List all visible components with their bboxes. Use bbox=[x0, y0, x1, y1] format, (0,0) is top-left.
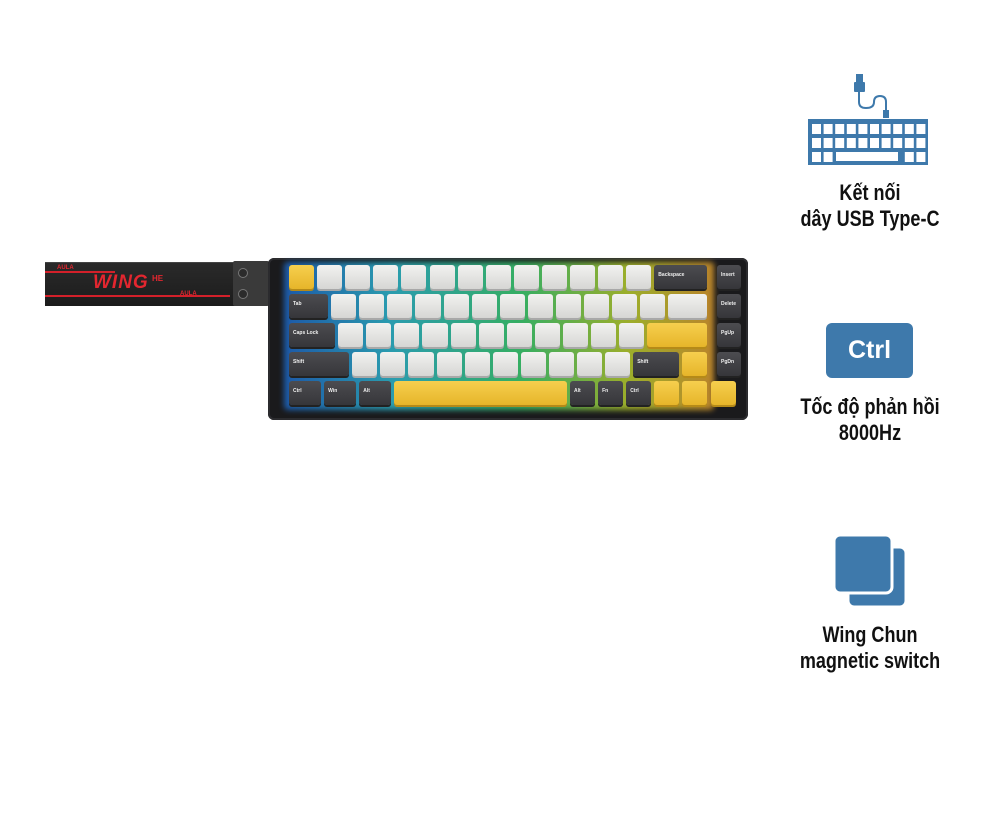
key-insert: Insert bbox=[717, 265, 741, 289]
key bbox=[394, 323, 420, 347]
key bbox=[605, 352, 631, 376]
key bbox=[373, 265, 399, 289]
key bbox=[626, 265, 652, 289]
key bbox=[527, 294, 553, 318]
key bbox=[464, 352, 490, 376]
key bbox=[492, 352, 518, 376]
key bbox=[359, 294, 385, 318]
key bbox=[450, 323, 476, 347]
key bbox=[562, 323, 589, 347]
feature-switch-line2: magnetic switch bbox=[799, 648, 941, 673]
key-ctrl: Ctrl bbox=[626, 381, 652, 405]
he-badge: HE bbox=[152, 274, 164, 283]
feature-switch: Wing Chun magnetic switch bbox=[796, 622, 944, 674]
key bbox=[436, 352, 462, 376]
key bbox=[668, 294, 708, 318]
key bbox=[513, 265, 539, 289]
key bbox=[338, 323, 364, 347]
key bbox=[584, 294, 610, 318]
key bbox=[317, 265, 343, 289]
wired-keyboard-icon bbox=[808, 74, 928, 165]
key-win: Win bbox=[324, 381, 357, 405]
key bbox=[443, 294, 469, 318]
key bbox=[478, 323, 504, 347]
key bbox=[380, 352, 406, 376]
key-pgup: PgUp bbox=[717, 323, 741, 347]
key bbox=[577, 352, 603, 376]
key bbox=[289, 265, 315, 289]
key bbox=[570, 265, 596, 289]
feature-switch-line1: Wing Chun bbox=[822, 622, 918, 647]
key bbox=[429, 265, 455, 289]
key bbox=[415, 294, 441, 318]
key bbox=[682, 381, 708, 405]
strip-hinge bbox=[233, 261, 269, 306]
key-backspace: Backspace bbox=[654, 265, 708, 289]
keyboard-cable-strip: AULA WING HE AULA bbox=[45, 262, 235, 306]
feature-usb-line1: Kết nối bbox=[839, 180, 901, 205]
key bbox=[506, 323, 532, 347]
key bbox=[612, 294, 638, 318]
feature-usb-line2: dây USB Type-C bbox=[800, 206, 940, 231]
key-pgdn: PgDn bbox=[717, 352, 741, 376]
key bbox=[654, 381, 680, 405]
key bbox=[345, 265, 371, 289]
ctrl-key-icon: Ctrl bbox=[826, 323, 913, 378]
key bbox=[387, 294, 413, 318]
key bbox=[710, 381, 736, 405]
key bbox=[555, 294, 582, 318]
feature-polling-line2: 8000Hz bbox=[838, 420, 902, 445]
key bbox=[499, 294, 525, 318]
key-fn: Fn bbox=[598, 381, 624, 405]
feature-polling-line1: Tốc độ phản hồi bbox=[800, 394, 940, 419]
key bbox=[352, 352, 378, 376]
key-caps: Caps Lock bbox=[289, 323, 336, 347]
key bbox=[331, 294, 357, 318]
key bbox=[471, 294, 497, 318]
key-shift: Shift bbox=[289, 352, 350, 376]
key-tab: Tab bbox=[289, 294, 329, 318]
key bbox=[541, 265, 567, 289]
key bbox=[408, 352, 434, 376]
key-ctrl: Ctrl bbox=[289, 381, 322, 405]
key bbox=[640, 294, 666, 318]
key bbox=[457, 265, 483, 289]
aula-logo-2: AULA bbox=[180, 291, 197, 297]
key bbox=[591, 323, 617, 347]
feature-usb: Kết nối dây USB Type-C bbox=[796, 180, 944, 232]
key bbox=[682, 352, 708, 376]
key bbox=[548, 352, 575, 376]
key bbox=[647, 323, 708, 347]
key bbox=[520, 352, 546, 376]
key bbox=[485, 265, 511, 289]
key-shift: Shift bbox=[633, 352, 680, 376]
key bbox=[619, 323, 645, 347]
key bbox=[394, 381, 567, 405]
key bbox=[534, 323, 560, 347]
aula-logo: AULA bbox=[57, 265, 74, 271]
key-delete: Delete bbox=[717, 294, 741, 318]
key-alt: Alt bbox=[570, 381, 596, 405]
key-alt: Alt bbox=[359, 381, 392, 405]
feature-polling: Tốc độ phản hồi 8000Hz bbox=[796, 394, 944, 446]
key bbox=[422, 323, 448, 347]
switch-stack-icon bbox=[832, 533, 908, 609]
wing-logo: WING bbox=[93, 272, 149, 293]
key bbox=[401, 265, 427, 289]
key bbox=[598, 265, 624, 289]
key bbox=[366, 323, 392, 347]
